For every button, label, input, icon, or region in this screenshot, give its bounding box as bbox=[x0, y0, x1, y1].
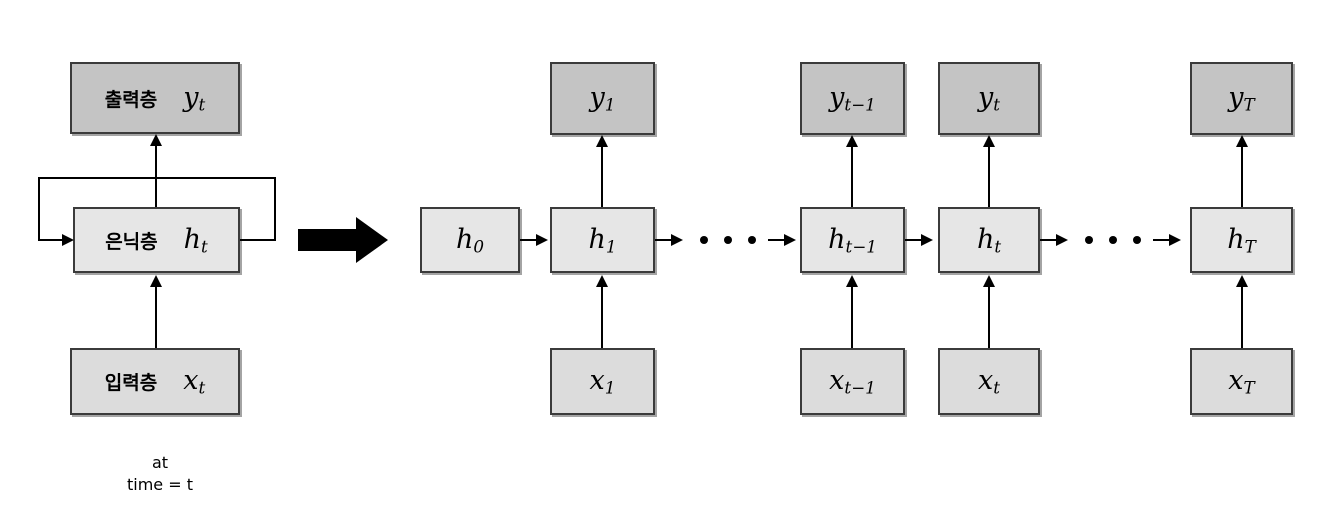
unrolled-input-symbol-step-t: xt bbox=[978, 365, 1000, 398]
x1-to-h1-line bbox=[601, 287, 603, 348]
unrolled-hidden-box-step-t-minus-1: ht−1 bbox=[800, 207, 905, 273]
ht1-to-ht-line bbox=[905, 239, 923, 241]
unrolled-input-symbol-step-t-minus-1: xt−1 bbox=[829, 365, 876, 398]
folded-input-layer-box: 입력층 xt bbox=[70, 348, 240, 415]
unrolled-hidden-symbol-step-T: hT bbox=[1227, 223, 1256, 257]
ht1-to-yt1-line bbox=[851, 147, 853, 207]
folded-input-layer-korean-label: 입력층 bbox=[104, 372, 158, 394]
folded-output-layer-box: 출력층 yt bbox=[70, 62, 240, 134]
ellipsis-left bbox=[700, 236, 756, 244]
ht1-to-yt1-arrowhead bbox=[846, 135, 858, 147]
xt1-to-ht1-arrowhead bbox=[846, 275, 858, 287]
ht1-to-ht-arrowhead bbox=[921, 234, 933, 246]
xt-to-ht-line bbox=[988, 287, 990, 348]
unrolled-hidden-box-step-T: hT bbox=[1190, 207, 1293, 273]
arrow-head bbox=[356, 217, 388, 263]
h0-to-h1-line bbox=[520, 239, 538, 241]
ellipsis-right bbox=[1085, 236, 1141, 244]
ht-to-yt-line bbox=[988, 147, 990, 207]
folded-hidden-layer-box: 은닉층 ht bbox=[73, 207, 240, 273]
xt-to-ht-arrowhead bbox=[983, 275, 995, 287]
h1-to-y1-line bbox=[601, 147, 603, 207]
unrolled-input-box-step-t: xt bbox=[938, 348, 1040, 415]
unrolled-initial-hidden-box: h0 bbox=[420, 207, 520, 273]
ellipsis-dot bbox=[1085, 236, 1093, 244]
recurrent-loop-left-line bbox=[38, 177, 40, 240]
recurrent-loop-right-line bbox=[274, 177, 276, 240]
ht-to-yt-arrowhead bbox=[983, 135, 995, 147]
ellipsis-dot bbox=[748, 236, 756, 244]
folded-input-to-hidden-arrowhead bbox=[150, 275, 162, 287]
folded-caption: at time = t bbox=[95, 452, 225, 495]
ellipsis-to-ht1-arrowhead bbox=[784, 234, 796, 246]
folded-hidden-layer-symbol: ht bbox=[183, 223, 208, 257]
folded-input-layer-symbol: xt bbox=[183, 365, 206, 398]
ellipsis-dot bbox=[700, 236, 708, 244]
unrolled-output-symbol-step-t-minus-1: yt−1 bbox=[829, 82, 876, 115]
ellipsis-to-ht1-line bbox=[768, 239, 786, 241]
unrolled-output-box-step-T: yT bbox=[1190, 62, 1293, 135]
h1-to-y1-arrowhead bbox=[596, 135, 608, 147]
unrolled-input-box-step-t-minus-1: xt−1 bbox=[800, 348, 905, 415]
h1-to-ellipsis-line bbox=[655, 239, 673, 241]
thick-right-arrow-icon bbox=[298, 217, 388, 263]
hT-to-yT-arrowhead bbox=[1236, 135, 1248, 147]
recurrent-loop-arrowhead bbox=[62, 234, 74, 246]
hT-to-yT-line bbox=[1241, 147, 1243, 207]
unrolled-hidden-symbol-step-t: ht bbox=[976, 223, 1002, 257]
ellipsis-to-hT-line bbox=[1153, 239, 1171, 241]
arrow-shaft bbox=[298, 229, 356, 251]
recurrent-loop-entry-line bbox=[38, 239, 64, 241]
folded-caption-line-1: at bbox=[151, 453, 169, 472]
unrolled-input-symbol-step-T: xT bbox=[1228, 365, 1255, 398]
folded-output-layer-symbol: yt bbox=[183, 81, 206, 115]
ellipsis-dot bbox=[1133, 236, 1141, 244]
recurrent-loop-exit-line bbox=[240, 239, 276, 241]
x1-to-h1-arrowhead bbox=[596, 275, 608, 287]
folded-output-layer-korean-label: 출력층 bbox=[104, 88, 158, 111]
ht-to-ellipsis-arrowhead bbox=[1056, 234, 1068, 246]
ellipsis-dot bbox=[724, 236, 732, 244]
unrolled-hidden-box-step-1: h1 bbox=[550, 207, 655, 273]
folded-hidden-to-output-arrowhead bbox=[150, 134, 162, 146]
unrolled-output-symbol-step-t: yt bbox=[978, 82, 1000, 115]
h0-to-h1-arrowhead bbox=[536, 234, 548, 246]
folded-input-to-hidden-line bbox=[155, 287, 157, 348]
ellipsis-to-hT-arrowhead bbox=[1169, 234, 1181, 246]
ht-to-ellipsis-line bbox=[1040, 239, 1058, 241]
unrolled-initial-hidden-symbol: h0 bbox=[455, 223, 485, 257]
unrolled-output-box-step-t-minus-1: yt−1 bbox=[800, 62, 905, 135]
unrolled-input-box-step-1: x1 bbox=[550, 348, 655, 415]
folded-caption-line-2: time = t bbox=[127, 474, 193, 494]
unrolled-output-box-step-t: yt bbox=[938, 62, 1040, 135]
unrolled-hidden-symbol-step-t-minus-1: ht−1 bbox=[828, 223, 877, 257]
xT-to-hT-arrowhead bbox=[1236, 275, 1248, 287]
unrolled-output-symbol-step-1: y1 bbox=[589, 82, 616, 115]
ellipsis-dot bbox=[1109, 236, 1117, 244]
recurrent-loop-top-line bbox=[38, 177, 276, 179]
folded-hidden-layer-korean-label: 은닉층 bbox=[105, 230, 158, 253]
unrolled-input-box-step-T: xT bbox=[1190, 348, 1293, 415]
unrolled-input-symbol-step-1: x1 bbox=[589, 365, 616, 398]
unrolled-output-box-step-1: y1 bbox=[550, 62, 655, 135]
folded-hidden-to-output-line bbox=[155, 146, 157, 207]
xt1-to-ht1-line bbox=[851, 287, 853, 348]
unrolled-hidden-box-step-t: ht bbox=[938, 207, 1040, 273]
h1-to-ellipsis-arrowhead bbox=[671, 234, 683, 246]
unrolled-hidden-symbol-step-1: h1 bbox=[588, 223, 617, 257]
xT-to-hT-line bbox=[1241, 287, 1243, 348]
unrolled-output-symbol-step-T: yT bbox=[1228, 82, 1255, 115]
